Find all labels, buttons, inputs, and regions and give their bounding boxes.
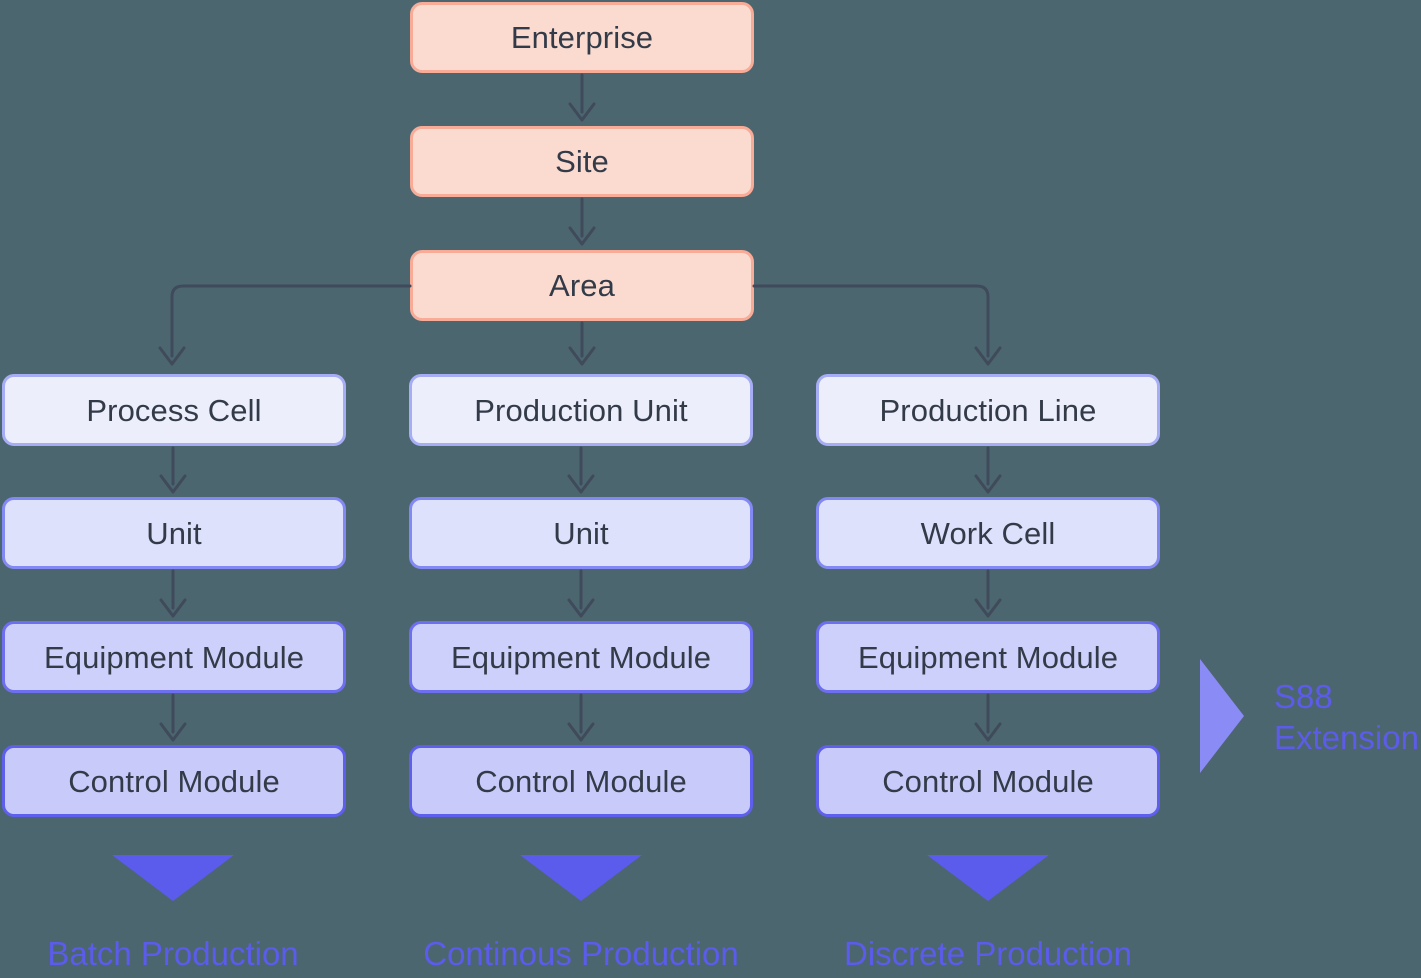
node-production-unit-label: Production Unit: [474, 392, 688, 428]
node-continuous-control-module-label: Control Module: [475, 763, 687, 799]
node-batch-unit[interactable]: Unit: [2, 497, 346, 569]
node-site-label: Site: [555, 144, 609, 179]
s88-extension-pointer-icon: [1200, 659, 1244, 773]
continuous-outcome-arrow-icon: [520, 855, 642, 901]
node-batch-equipment-module-label: Equipment Module: [43, 639, 305, 675]
node-continuous-equipment-module-label: Equipment Module: [450, 639, 712, 675]
node-production-line-label: Production Line: [879, 392, 1097, 428]
node-continuous-control-module[interactable]: Control Module: [409, 745, 753, 817]
node-area-label: Area: [549, 268, 615, 303]
node-batch-control-module[interactable]: Control Module: [2, 745, 346, 817]
node-process-cell-label: Process Cell: [86, 392, 262, 428]
node-discrete-equipment-module[interactable]: Equipment Module: [816, 621, 1160, 693]
node-continuous-unit-label: Unit: [553, 515, 609, 551]
s88-extension-line2: Extension: [1274, 719, 1419, 757]
node-work-cell-label: Work Cell: [920, 515, 1056, 551]
caption-discrete-production: Discrete Production: [844, 935, 1132, 972]
node-enterprise-label: Enterprise: [510, 20, 654, 55]
node-site[interactable]: Site: [410, 126, 754, 197]
discrete-outcome-arrow-icon: [927, 855, 1049, 901]
s88-extension-annotation: S88 Extension: [1274, 676, 1419, 759]
node-process-cell[interactable]: Process Cell: [2, 374, 346, 446]
node-batch-equipment-module[interactable]: Equipment Module: [2, 621, 346, 693]
node-continuous-unit[interactable]: Unit: [409, 497, 753, 569]
node-discrete-control-module-label: Control Module: [882, 763, 1094, 799]
s88-extension-line1: S88: [1274, 678, 1333, 715]
node-continuous-equipment-module[interactable]: Equipment Module: [409, 621, 753, 693]
node-discrete-equipment-module-label: Equipment Module: [857, 639, 1119, 675]
node-production-line[interactable]: Production Line: [816, 374, 1160, 446]
node-area[interactable]: Area: [410, 250, 754, 321]
caption-batch-production: Batch Production: [47, 935, 299, 972]
node-production-unit[interactable]: Production Unit: [409, 374, 753, 446]
node-batch-unit-label: Unit: [146, 515, 202, 551]
batch-outcome-arrow-icon: [112, 855, 234, 901]
node-enterprise[interactable]: Enterprise: [410, 2, 754, 73]
caption-continuous-production: Continous Production: [423, 935, 739, 972]
node-work-cell[interactable]: Work Cell: [816, 497, 1160, 569]
node-discrete-control-module[interactable]: Control Module: [816, 745, 1160, 817]
node-batch-control-module-label: Control Module: [68, 763, 280, 799]
